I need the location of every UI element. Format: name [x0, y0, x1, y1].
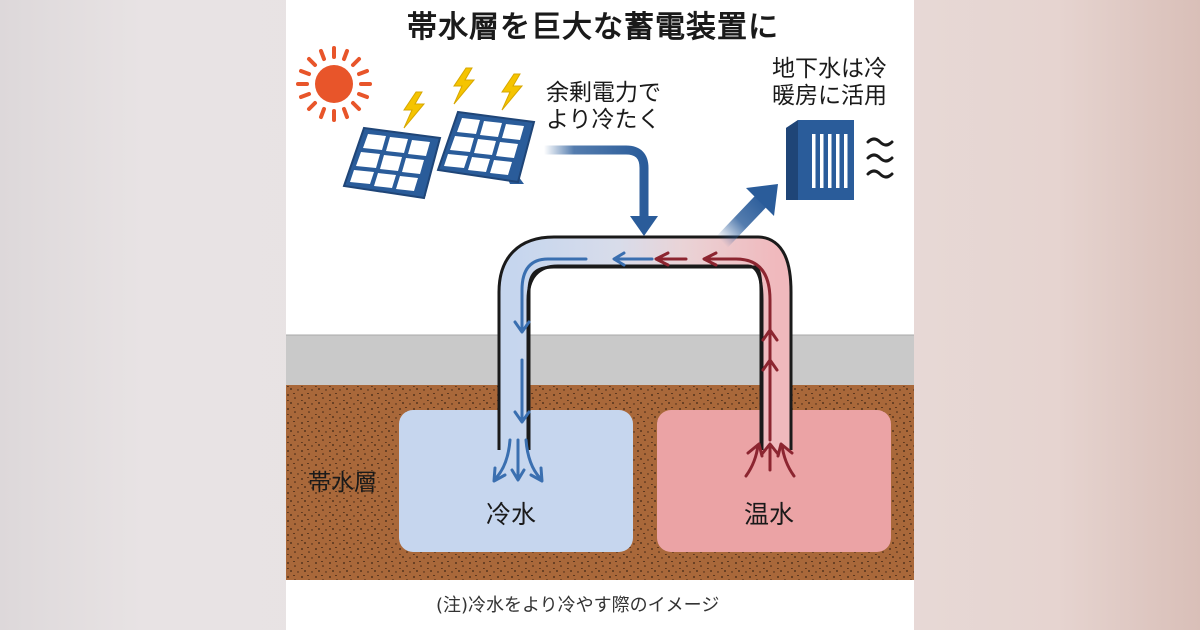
- cold-flow-arrows: [492, 251, 654, 483]
- outflow-arrow: [716, 184, 778, 248]
- lightning-bolt-icon: [403, 67, 524, 129]
- pipe: [497, 235, 793, 450]
- groundwater-use-label: 地下水は冷 暖房に活用: [772, 56, 887, 110]
- surplus-label-line1: 余剰電力で: [546, 80, 661, 106]
- aquifer-label: 帯水層: [308, 470, 377, 496]
- inflow-arrow: [544, 145, 658, 236]
- surplus-label-line2: より冷たく: [546, 107, 661, 134]
- groundwater-label-line1: 地下水は冷: [772, 56, 887, 82]
- surplus-power-label: 余剰電力で より冷たく: [546, 80, 661, 134]
- groundwater-label-line2: 暖房に活用: [772, 83, 887, 110]
- solar-panel-icon: [342, 110, 536, 200]
- cold-water-pool: [399, 410, 633, 552]
- diagram-title: 帯水層を巨大な蓄電装置に: [407, 10, 779, 45]
- ground-surface: [286, 335, 914, 385]
- diagram-caption: (注)冷水をより冷やす際のイメージ: [436, 595, 720, 616]
- air-conditioner-icon: [786, 120, 854, 200]
- diagram-panel: 帯水層を巨大な蓄電装置に 余剰電力で より冷たく 地下水は冷 暖房に活用 帯水層…: [286, 0, 914, 630]
- heat-wave-icon: [866, 137, 894, 179]
- sun-icon: [296, 46, 372, 122]
- warm-water-pool: [657, 410, 891, 552]
- warm-flow-arrows: [654, 251, 796, 478]
- warm-water-label: 温水: [744, 500, 795, 529]
- diagram-canvas: [286, 46, 914, 580]
- cold-water-label: 冷水: [486, 500, 537, 529]
